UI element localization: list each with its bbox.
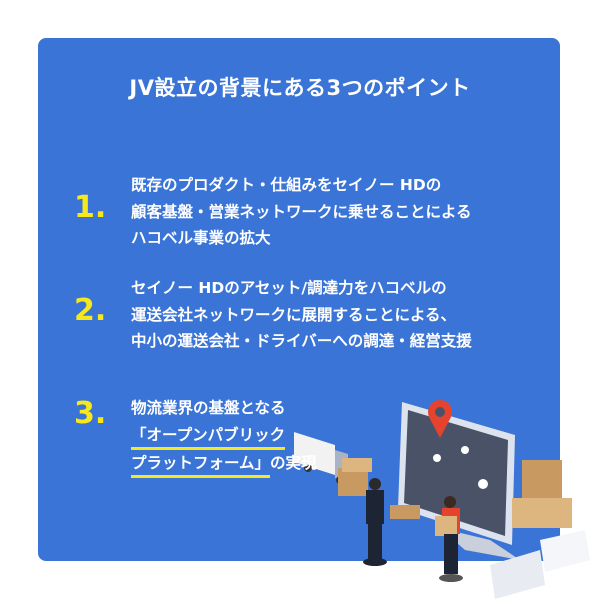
map-pin-icon [428, 400, 452, 438]
point-3-number: 3. [74, 396, 107, 431]
page-title: JV設立の背景にある3つのポイント [129, 76, 471, 100]
point-2-line: 運送会社ネットワークに展開することによる、 [131, 305, 457, 324]
person-icon [363, 478, 387, 566]
box-icon [338, 458, 572, 528]
point-3-line: 物流業界の基盤となる [131, 399, 286, 417]
point-2-text: セイノー HDのアセット/調達力をハコベルの 運送会社ネットワークに展開すること… [131, 275, 472, 355]
point-1-line: 既存のプロダクト・仕組みをセイノー HDの [131, 176, 442, 194]
point-1-line: 顧客基盤・営業ネットワークに乗せることによる [131, 202, 472, 221]
point-1-line: ハコベル事業の拡大 [131, 229, 271, 247]
point-2-line: セイノー HDのアセット/調達力をハコベルの [131, 279, 447, 297]
point-1-number: 1. [74, 190, 107, 225]
point-2-number: 2. [74, 293, 107, 328]
point-3-line: の実現 [270, 453, 317, 472]
point-3-highlight: プラットフォーム」 [131, 451, 271, 478]
map-pin-icon [478, 479, 488, 489]
point-3-text: 物流業界の基盤となる 「オープンパブリック プラットフォーム」の実現 [131, 395, 317, 478]
point-3-highlight: 「オープンパブリック [131, 423, 286, 450]
point-1-text: 既存のプロダクト・仕組みをセイノー HDの 顧客基盤・営業ネットワークに乗せるこ… [131, 172, 472, 252]
train-icon [490, 530, 590, 599]
logistics-illustration [294, 400, 590, 599]
map-pin-icon [461, 446, 469, 454]
map-pin-icon [433, 454, 441, 462]
point-2-line: 中小の運送会社・ドライバーへの調達・経営支援 [131, 332, 472, 350]
person-icon [435, 496, 463, 582]
monitor-icon [398, 402, 520, 560]
